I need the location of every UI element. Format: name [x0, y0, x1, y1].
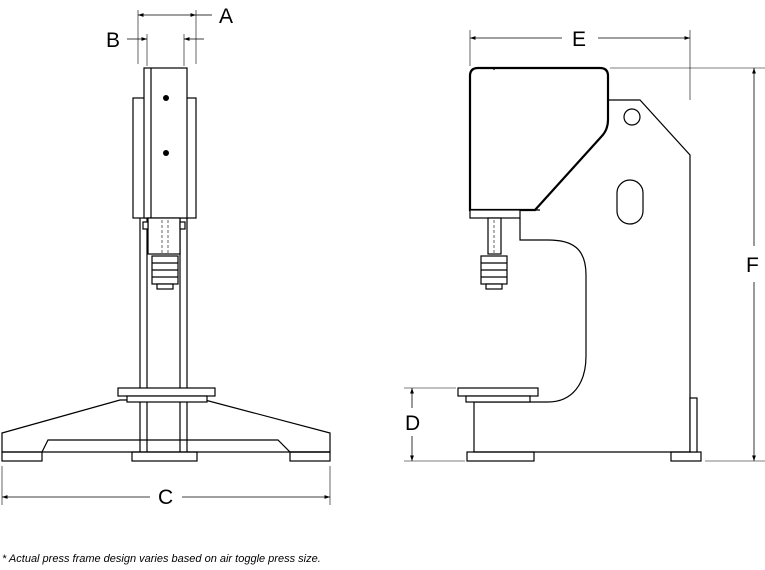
side-base-foot-right — [670, 451, 702, 462]
front-base-foot-center — [131, 451, 198, 462]
dimension-label-f: F — [746, 254, 759, 277]
front-view — [1, 67, 331, 462]
front-columns — [139, 218, 188, 452]
front-base-foot-right — [289, 451, 331, 462]
side-table — [457, 387, 539, 397]
side-frame-slot — [616, 179, 644, 225]
cylinder-bolt-top — [163, 95, 169, 101]
side-ram — [487, 217, 502, 255]
front-dimensions: A B C — [1, 5, 331, 509]
side-dimensions: E F D — [404, 28, 765, 462]
front-table — [117, 387, 216, 397]
side-toggle-housing — [468, 66, 610, 212]
dimension-label-c: C — [158, 486, 173, 509]
side-base-foot-left — [466, 451, 535, 462]
front-ram — [147, 217, 181, 255]
dimension-label-a: A — [219, 5, 233, 28]
front-base-outline — [1, 399, 331, 453]
front-base-foot-left — [1, 451, 43, 462]
side-pivot — [623, 108, 641, 126]
side-view — [457, 66, 702, 462]
dimension-label-d: D — [405, 412, 420, 435]
dimension-label-e: E — [572, 28, 586, 51]
cylinder-bolt-bottom — [163, 150, 169, 156]
footnote: * Actual press frame design varies based… — [2, 553, 321, 565]
dimension-label-b: B — [106, 29, 120, 52]
